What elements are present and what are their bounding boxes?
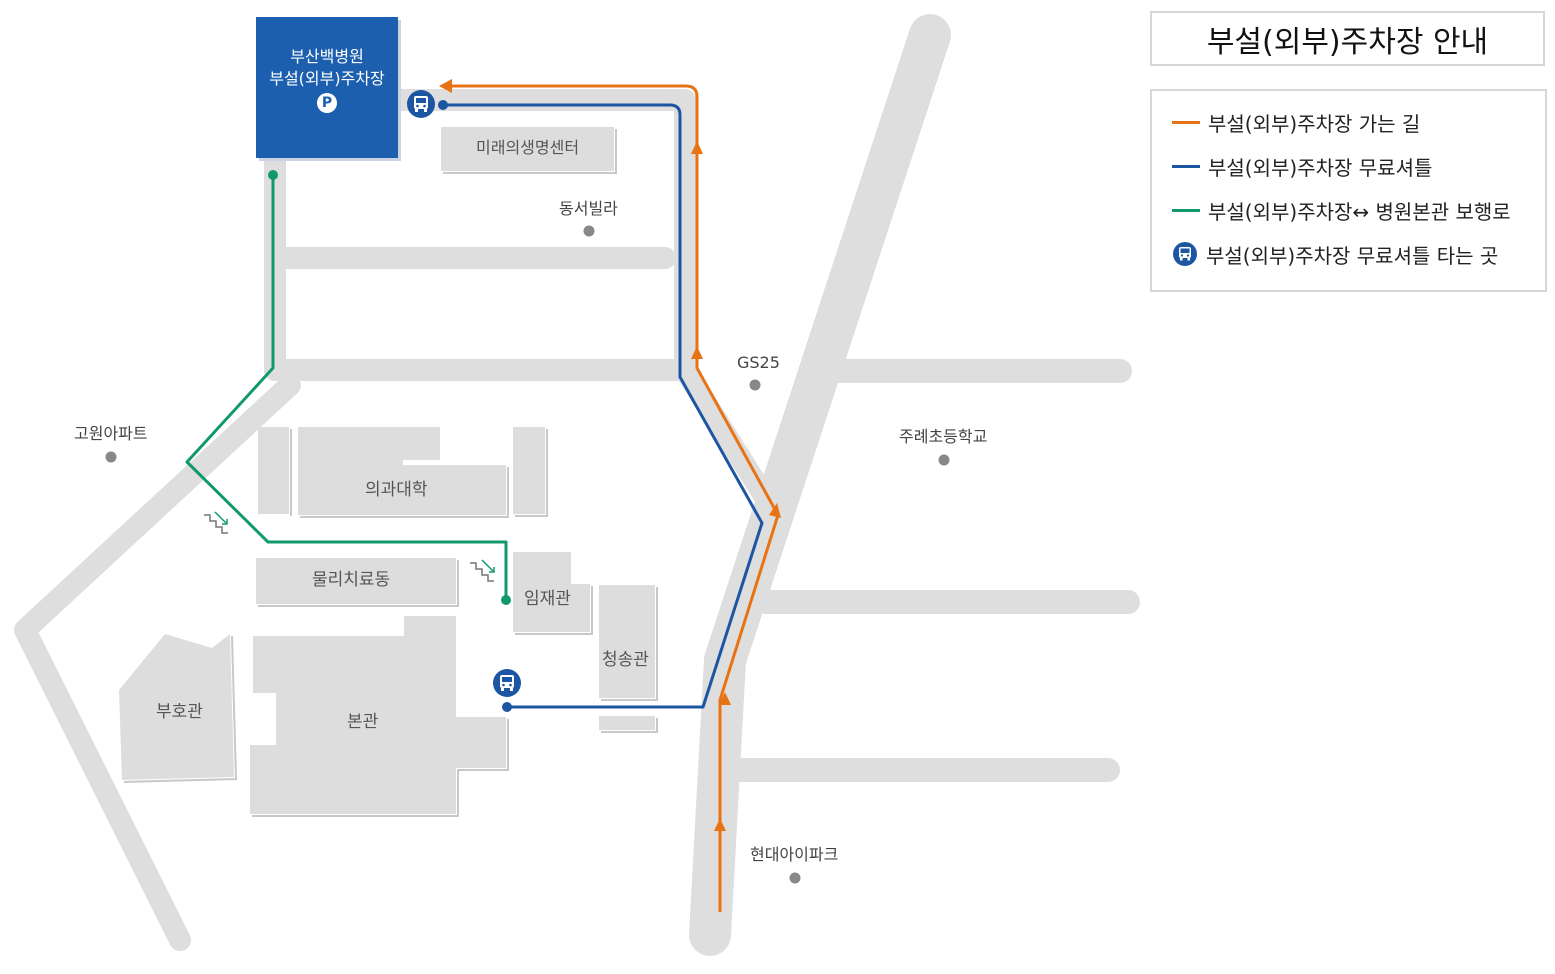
buildings xyxy=(119,127,655,814)
road-to-gs25 xyxy=(674,359,781,516)
label-cheongsong: 청송관 xyxy=(602,650,649,670)
walk-start-dot xyxy=(268,170,278,180)
legend-item-walk-route: 부설(외부)주차장↔ 병원본관 보행로 xyxy=(1172,197,1511,224)
shuttle-dot-bottom xyxy=(502,702,512,712)
arrow-up xyxy=(691,346,703,359)
shuttle-dot-top xyxy=(438,100,448,110)
building-shadows xyxy=(123,129,658,817)
building-imjae xyxy=(513,552,590,632)
road-main-diagonal xyxy=(689,14,951,956)
legend-item-shuttle-route: 부설(외부)주차장 무료셔틀 xyxy=(1172,153,1433,180)
legend-item-drive-route: 부설(외부)주차장 가는 길 xyxy=(1172,109,1421,136)
label-dongseo-villa: 동서빌라 xyxy=(559,199,618,218)
drive-route xyxy=(452,84,780,912)
road-loop xyxy=(264,89,696,381)
label-medical-college: 의과대학 xyxy=(365,480,428,500)
arrow-up xyxy=(691,141,703,154)
stairs-icon xyxy=(204,511,228,534)
label-physio: 물리치료동 xyxy=(312,570,391,590)
shuttle-route xyxy=(443,103,764,709)
arrow-head-left xyxy=(439,79,452,93)
building-medical-college xyxy=(298,427,506,515)
label-future-center: 미래의생명센터 xyxy=(476,138,580,157)
legend: 부설(외부)주차장 가는 길 부설(외부)주차장 무료셔틀 부설(외부)주차장↔… xyxy=(1150,89,1547,292)
landmark-dots xyxy=(105,225,950,884)
parking-name-line1: 부산백병원 xyxy=(290,47,364,66)
building-med-right xyxy=(513,427,545,514)
legend-blue-line xyxy=(1172,164,1200,168)
legend-label: 부설(외부)주차장 가는 길 xyxy=(1208,111,1421,136)
dot-gowon-apt xyxy=(105,451,117,463)
stairs-icon xyxy=(470,559,495,582)
building-future-center xyxy=(441,127,614,171)
parking-name-line2: 부설(외부)주차장 xyxy=(269,69,385,88)
arrow-up xyxy=(719,692,731,705)
dot-dongseo-villa xyxy=(583,225,595,237)
label-imjae: 임재관 xyxy=(524,589,571,609)
legend-orange-line xyxy=(1172,120,1200,124)
road-west-diagonal xyxy=(14,374,301,951)
map-title: 부설(외부)주차장 안내 xyxy=(1206,24,1489,60)
legend-label: 부설(외부)주차장 무료셔틀 xyxy=(1208,155,1433,180)
walk-route xyxy=(185,175,508,600)
arrow-up xyxy=(714,818,726,831)
building-cheongsong-annex xyxy=(599,716,655,730)
legend-item-bus-stop: 부설(외부)주차장 무료셔틀 타는 곳 xyxy=(1172,241,1499,268)
label-buho: 부호관 xyxy=(156,702,203,722)
label-gs25: GS25 xyxy=(737,353,780,372)
roads xyxy=(14,14,1140,956)
drive-arrows xyxy=(439,79,781,831)
label-gowon-apt: 고원아파트 xyxy=(74,424,148,443)
building-physio xyxy=(256,558,456,604)
legend-label: 부설(외부)주차장 무료셔틀 타는 곳 xyxy=(1206,243,1499,268)
dot-gs25 xyxy=(749,379,761,391)
parking-lot-marker: 부산백병원 부설(외부)주차장 P xyxy=(256,17,398,158)
legend-label: 부설(외부)주차장↔ 병원본관 보행로 xyxy=(1208,199,1511,224)
legend-green-line xyxy=(1172,208,1200,212)
bus-icon xyxy=(493,669,521,697)
label-hyundai-ipark: 현대아이파크 xyxy=(750,845,839,864)
building-med-left xyxy=(258,427,289,514)
label-jurye-school: 주례초등학교 xyxy=(899,427,988,446)
building-buho xyxy=(119,634,234,780)
dot-jurye-school xyxy=(938,454,950,466)
bus-icon xyxy=(1172,241,1198,267)
building-cheongsong xyxy=(599,585,655,698)
label-main-building: 본관 xyxy=(347,712,379,732)
map-title-box: 부설(외부)주차장 안내 xyxy=(1150,11,1545,66)
walk-end-dot xyxy=(501,595,511,605)
parking-icon: P xyxy=(317,93,337,113)
building-main xyxy=(250,616,506,814)
dot-hyundai-ipark xyxy=(789,872,801,884)
arrow-up xyxy=(769,503,781,518)
bus-icon xyxy=(407,90,435,118)
